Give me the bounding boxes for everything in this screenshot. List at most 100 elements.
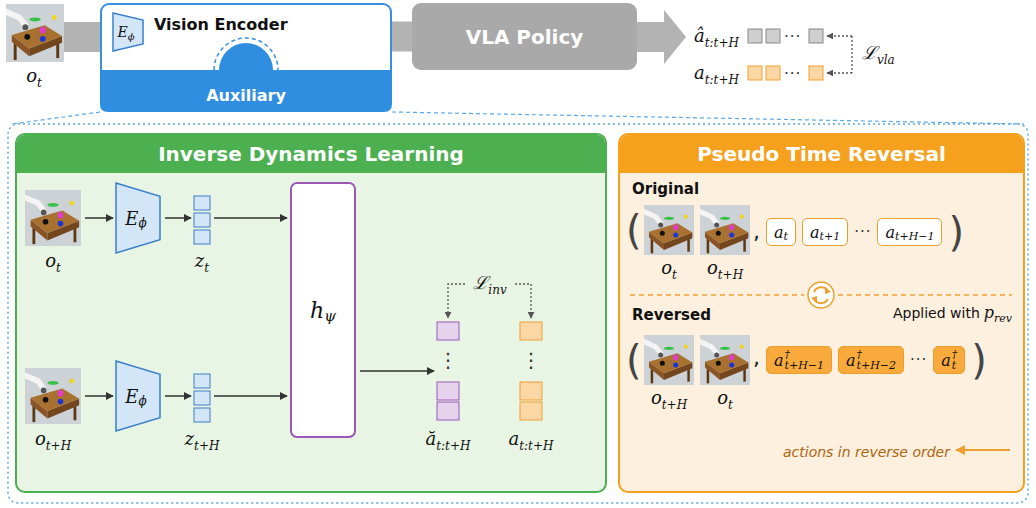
math-symbol: E xyxy=(125,208,138,229)
text-label: ⋮ xyxy=(438,348,458,372)
math-superscript: † xyxy=(785,349,791,360)
math-subscript: t+H xyxy=(718,268,743,282)
label-group: ( xyxy=(626,207,642,253)
latent-cell xyxy=(194,391,210,405)
inverse-model-box: hψ xyxy=(290,182,356,438)
math-symbol: a xyxy=(694,62,705,83)
text-label: actions in reverse order xyxy=(783,444,950,460)
flow-arrow xyxy=(85,395,113,397)
swap-icon xyxy=(808,282,834,308)
loss-arrow xyxy=(827,72,852,73)
math-subscript: t+H−1 xyxy=(785,360,824,372)
text-label: ( xyxy=(626,337,642,383)
math-symbol: ℒ xyxy=(473,272,488,293)
math-subscript: rev xyxy=(994,312,1012,325)
label-group: ··· xyxy=(784,63,801,85)
gt-action xyxy=(766,66,780,80)
policy-box: VLA Policy xyxy=(412,3,637,70)
box-label: Vision Encoder xyxy=(154,15,390,35)
pred-action xyxy=(766,29,780,43)
math-subscript: t xyxy=(204,261,209,275)
flow-arrow xyxy=(165,395,191,397)
label-group: ) xyxy=(948,209,964,255)
action-box: at+1 xyxy=(802,218,848,246)
math-subscript: t+H xyxy=(662,398,687,412)
math-symbol: E xyxy=(125,386,138,407)
label-group: ⋮ xyxy=(521,349,541,373)
label-group: zt+H xyxy=(185,428,220,452)
label-group: ot+H xyxy=(651,387,687,411)
separator xyxy=(630,294,804,296)
pred-action xyxy=(437,382,459,400)
math-subscript: vla xyxy=(877,53,895,67)
math-symbol: a xyxy=(846,351,856,370)
label-group: Reversed xyxy=(632,304,711,326)
encoder-icon: Eϕ xyxy=(112,12,144,52)
label-group: Applied withprev xyxy=(893,302,1012,326)
math-symbol: ă xyxy=(426,428,437,449)
scene-image xyxy=(25,368,81,424)
math-subscript: t:t+H xyxy=(519,439,553,453)
action-box: at xyxy=(766,218,796,246)
trapezoid-shape xyxy=(116,361,160,431)
action-box: at+H−1 xyxy=(877,218,942,246)
box-label: VLA Policy xyxy=(466,25,584,49)
math-subscript: t+H xyxy=(46,439,71,453)
index-stack: †t+H−2 xyxy=(857,349,896,372)
label-group: ot xyxy=(717,387,733,411)
math-symbol: â xyxy=(694,25,705,46)
latent-cell xyxy=(194,196,210,210)
label-group: ··· xyxy=(910,349,927,371)
pred-action xyxy=(437,402,459,420)
math-symbol: o xyxy=(45,250,56,271)
math-subscript: t xyxy=(952,360,956,372)
text-label: Applied with xyxy=(893,305,980,321)
math-symbol: p xyxy=(984,303,994,322)
label-group: at:t+H xyxy=(694,62,739,86)
zoom-line xyxy=(392,112,1024,124)
text-label: ··· xyxy=(854,223,871,241)
label-group: actions in reverse order xyxy=(783,441,950,463)
latent-cell xyxy=(194,374,210,388)
reversed-action-box: a†t xyxy=(933,346,965,374)
text-label: ) xyxy=(971,337,987,383)
loss-arrow xyxy=(515,284,531,318)
math-symbol: a xyxy=(774,351,784,370)
math-symbol: a xyxy=(810,223,820,242)
panel-fill xyxy=(15,133,607,493)
reverse-arrow xyxy=(956,449,1010,451)
label-group: ât:t+H xyxy=(694,25,739,49)
separator xyxy=(838,294,1012,296)
math-subscript: t+H xyxy=(194,439,219,453)
reversed-action-box: a†t+H−1 xyxy=(766,346,832,374)
math-symbol: E xyxy=(117,24,127,40)
reversed-action-box: a†t+H−2 xyxy=(838,346,904,374)
swap-icon-head xyxy=(811,296,817,303)
scene-image xyxy=(25,190,81,246)
math-symbol: ℒ xyxy=(862,42,877,63)
label-group: ) xyxy=(971,337,987,383)
math-superscript: † xyxy=(952,349,958,360)
loss-bracket xyxy=(851,36,852,73)
label-group: ot xyxy=(45,250,61,274)
scene-image xyxy=(6,4,64,62)
gt-action xyxy=(520,402,542,420)
zoom-line xyxy=(12,112,100,124)
pred-action xyxy=(809,29,823,43)
text-label: ··· xyxy=(784,28,801,46)
math-subscript: t xyxy=(784,230,788,243)
math-symbol: o xyxy=(717,387,728,408)
math-subscript: ϕ xyxy=(138,394,146,408)
text-label: , xyxy=(753,345,760,370)
math-subscript: t xyxy=(37,76,42,90)
scene-image xyxy=(644,335,694,385)
label-group: ot+H xyxy=(35,428,71,452)
math-subscript: t+1 xyxy=(820,230,841,243)
text-label: Reversed xyxy=(632,306,711,324)
math-symbol: a xyxy=(885,223,895,242)
latent-cell xyxy=(194,408,210,422)
panel-title: Pseudo Time Reversal xyxy=(620,135,1023,173)
trapezoid-shape xyxy=(113,13,143,51)
latent-cell xyxy=(194,213,210,227)
